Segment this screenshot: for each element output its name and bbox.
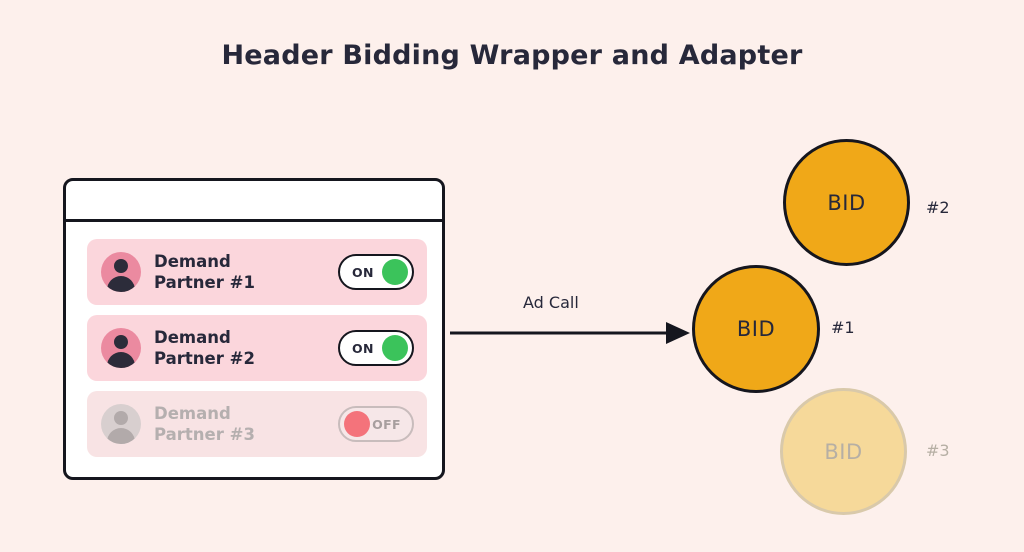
window-titlebar: [66, 181, 442, 222]
demand-partner-label-3: Demand Partner #3: [154, 403, 255, 444]
toggle-knob-1: [382, 259, 408, 285]
arrow-icon: [450, 322, 690, 344]
demand-partner-label-2: Demand Partner #2: [154, 327, 255, 368]
bid-circle-2: BID: [783, 139, 910, 266]
user-avatar-icon: [101, 404, 141, 444]
demand-partner-row-1[interactable]: Demand Partner #1 ON: [87, 239, 427, 305]
toggle-state-label-3: OFF: [372, 416, 401, 432]
user-avatar-icon: [101, 328, 141, 368]
demand-partner-list: Demand Partner #1 ON Demand Partner #2 O…: [87, 239, 427, 467]
demand-partner-label-1: Demand Partner #1: [154, 251, 255, 292]
page-title: Header Bidding Wrapper and Adapter: [221, 40, 803, 71]
ad-call-flow: Ad Call: [448, 293, 690, 353]
bid-rank-1: #1: [831, 318, 855, 337]
user-avatar-icon: [101, 252, 141, 292]
demand-partner-row-3[interactable]: Demand Partner #3 OFF: [87, 391, 427, 457]
toggle-knob-2: [382, 335, 408, 361]
bid-circle-3: BID: [780, 388, 907, 515]
browser-window: Demand Partner #1 ON Demand Partner #2 O…: [63, 178, 445, 480]
demand-partner-toggle-1[interactable]: ON: [338, 254, 414, 290]
demand-partner-toggle-3[interactable]: OFF: [338, 406, 414, 442]
bid-rank-2: #2: [926, 198, 950, 217]
demand-partner-toggle-2[interactable]: ON: [338, 330, 414, 366]
bid-rank-3: #3: [926, 441, 950, 460]
bid-circle-1: BID: [692, 265, 820, 393]
toggle-knob-3: [344, 411, 370, 437]
demand-partner-row-2[interactable]: Demand Partner #2 ON: [87, 315, 427, 381]
toggle-state-label-1: ON: [352, 264, 374, 280]
toggle-state-label-2: ON: [352, 340, 374, 356]
ad-call-label: Ad Call: [523, 293, 579, 312]
